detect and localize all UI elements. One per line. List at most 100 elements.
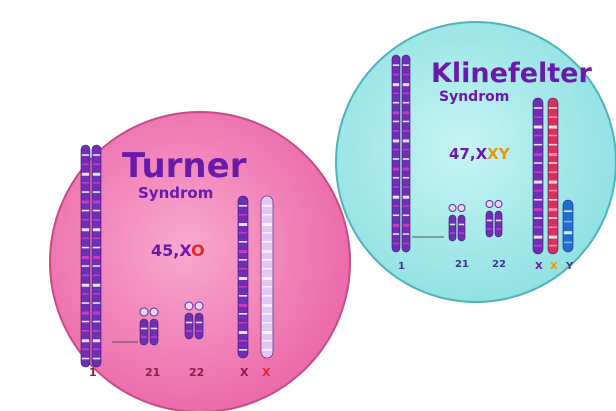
turner-label-22: 22 [189, 366, 204, 379]
chromosome-band [141, 336, 147, 338]
chromosome-band [239, 268, 247, 270]
chromosome-band [403, 205, 409, 207]
chromosome-band [239, 295, 247, 297]
chromosome-band [186, 322, 192, 324]
klinefelter-label-x2: X [550, 261, 558, 272]
chromosome-band [393, 205, 399, 207]
chromosome-band [549, 181, 557, 184]
chromosome-band [196, 330, 202, 332]
chromosome-band [239, 241, 247, 243]
klinefelter-label-x1: X [535, 261, 543, 272]
chromosome-band [239, 259, 247, 261]
klinefelter-chromosome-21-right [458, 215, 465, 241]
turner-chromosome-22-satellite [195, 302, 203, 310]
klinefelter-chromosome-x1 [533, 98, 543, 254]
chromosome-band [564, 231, 572, 234]
chromosome-band [82, 210, 89, 212]
chromosome-band [93, 339, 100, 342]
klinefelter-label-22: 22 [492, 259, 506, 270]
chromosome-band [496, 220, 501, 222]
chromosome-band [262, 322, 272, 324]
chromosome-band [549, 217, 557, 219]
chromosome-band [393, 83, 399, 86]
chromosome-band [82, 302, 89, 304]
turner-chromosome-21-satellite [140, 308, 148, 316]
chromosome-band [403, 214, 409, 216]
chromosome-band [403, 243, 409, 245]
chromosome-band [262, 331, 272, 334]
chromosome-band [82, 330, 89, 332]
chromosome-band [82, 238, 89, 240]
chromosome-band [393, 139, 399, 142]
chromosome-band [549, 190, 557, 192]
chromosome-band [82, 182, 89, 184]
chromosome-band [549, 236, 557, 239]
chromosome-band [82, 358, 89, 360]
klinefelter-chromosome-21-left [449, 215, 456, 241]
chromosome-band [534, 208, 542, 211]
chromosome-band [93, 164, 100, 166]
chromosome-band [549, 245, 557, 247]
chromosome-band [393, 111, 399, 114]
chromosome-band [82, 256, 89, 259]
chromosome-band [239, 349, 247, 351]
chromosome-band [93, 238, 100, 240]
chromosome-band [549, 126, 557, 129]
chromosome-band [93, 265, 100, 267]
chromosome-band [534, 171, 542, 173]
chromosome-band [93, 201, 100, 204]
chromosome-band [239, 340, 247, 342]
chromosome-band [82, 201, 89, 204]
klinefelter-chromosome-x2 [548, 98, 558, 254]
chromosome-band [93, 321, 100, 323]
chromosome-band [262, 232, 272, 234]
chromosome-band [82, 293, 89, 295]
chromosome-band [93, 219, 100, 221]
chromosome-band [93, 330, 100, 332]
chromosome-band [82, 164, 89, 166]
chromosome-band [262, 268, 272, 270]
chromosome-band [262, 286, 272, 288]
chromosome-band [549, 162, 557, 164]
chromosome-band [549, 144, 557, 146]
klinefelter-chromosome-22-right [495, 211, 502, 237]
chromosome-band [239, 250, 247, 253]
chromosome-band [93, 293, 100, 295]
chromosome-band [549, 135, 557, 137]
chromosome-band [262, 205, 272, 207]
klinefelter-chromosome-22-satellite [486, 201, 493, 208]
turner-chromosome-22-satellite [185, 302, 193, 310]
chromosome-band [534, 217, 542, 219]
chromosome-band [564, 210, 572, 212]
chromosome-band [393, 196, 399, 199]
chromosome-band [403, 121, 409, 123]
chromosome-band [534, 226, 542, 228]
chromosome-band [403, 168, 409, 171]
chromosome-band [151, 336, 157, 338]
chromosome-band [239, 286, 247, 288]
chromosome-band [534, 107, 542, 109]
turner-title: Turner [122, 146, 247, 186]
chromosome-band [459, 224, 464, 226]
chromosome-band [82, 349, 89, 351]
chromosome-band [239, 232, 247, 234]
chromosome-band [262, 295, 272, 297]
chromosome-band [403, 186, 409, 188]
chromosome-band [82, 265, 89, 267]
klinefelter-label-y: Y [565, 261, 574, 272]
chromosome-band [93, 182, 100, 184]
klinefelter-chromosome-22-satellite [495, 201, 502, 208]
chromosome-band [534, 135, 542, 137]
chromosome-band [393, 149, 399, 151]
chromosome-band [393, 243, 399, 245]
chromosome-band [564, 221, 572, 223]
chromosome-band [534, 116, 542, 118]
chromosome-band [450, 224, 455, 226]
chromosome-band [239, 205, 247, 207]
chromosome-band [403, 177, 409, 179]
turner-chromosome-22-left [185, 313, 193, 339]
chromosome-band [393, 177, 399, 179]
chromosome-band [534, 162, 542, 164]
chromosome-band [549, 107, 557, 109]
